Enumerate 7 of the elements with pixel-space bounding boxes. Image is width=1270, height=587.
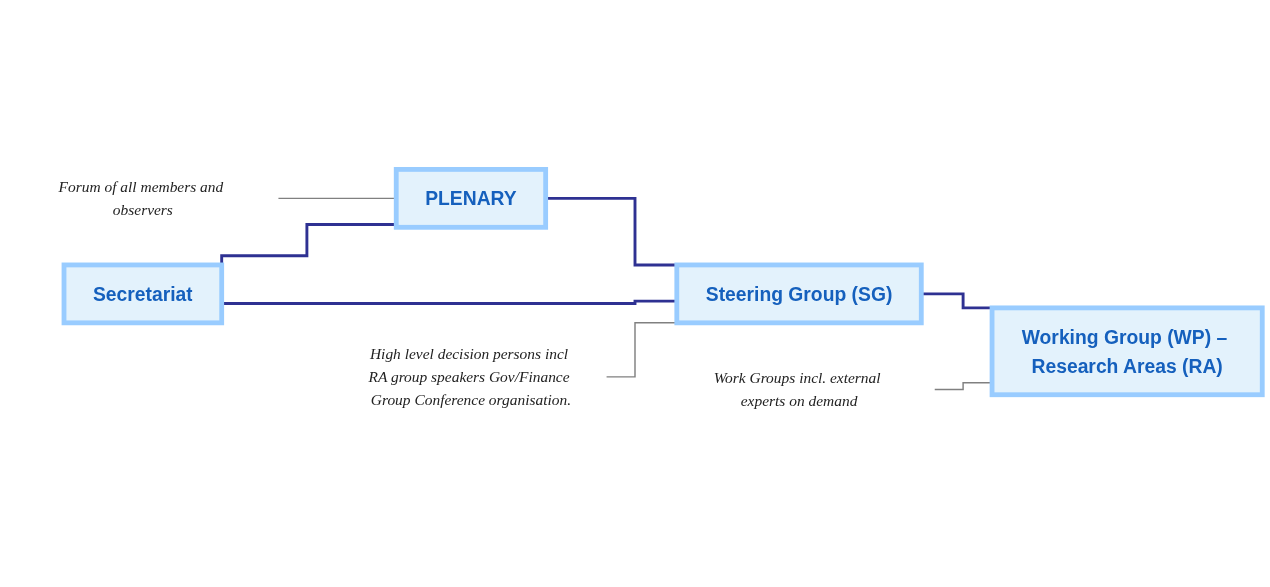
node-box: PLENARY bbox=[393, 166, 549, 230]
node-text: Forum of all members and observers bbox=[58, 177, 224, 218]
node-text: High level decision persons incl RA group speakers Gov/Finance Group Conference organisation. bbox=[368, 344, 572, 408]
node-text: Work Groups incl. external experts on demand bbox=[713, 368, 881, 409]
node-box: Secretariat bbox=[61, 262, 225, 325]
node-box: Steering Group (SG) bbox=[674, 262, 924, 325]
node-box: Working Group (WP) – Research Areas (RA) bbox=[989, 305, 1265, 397]
